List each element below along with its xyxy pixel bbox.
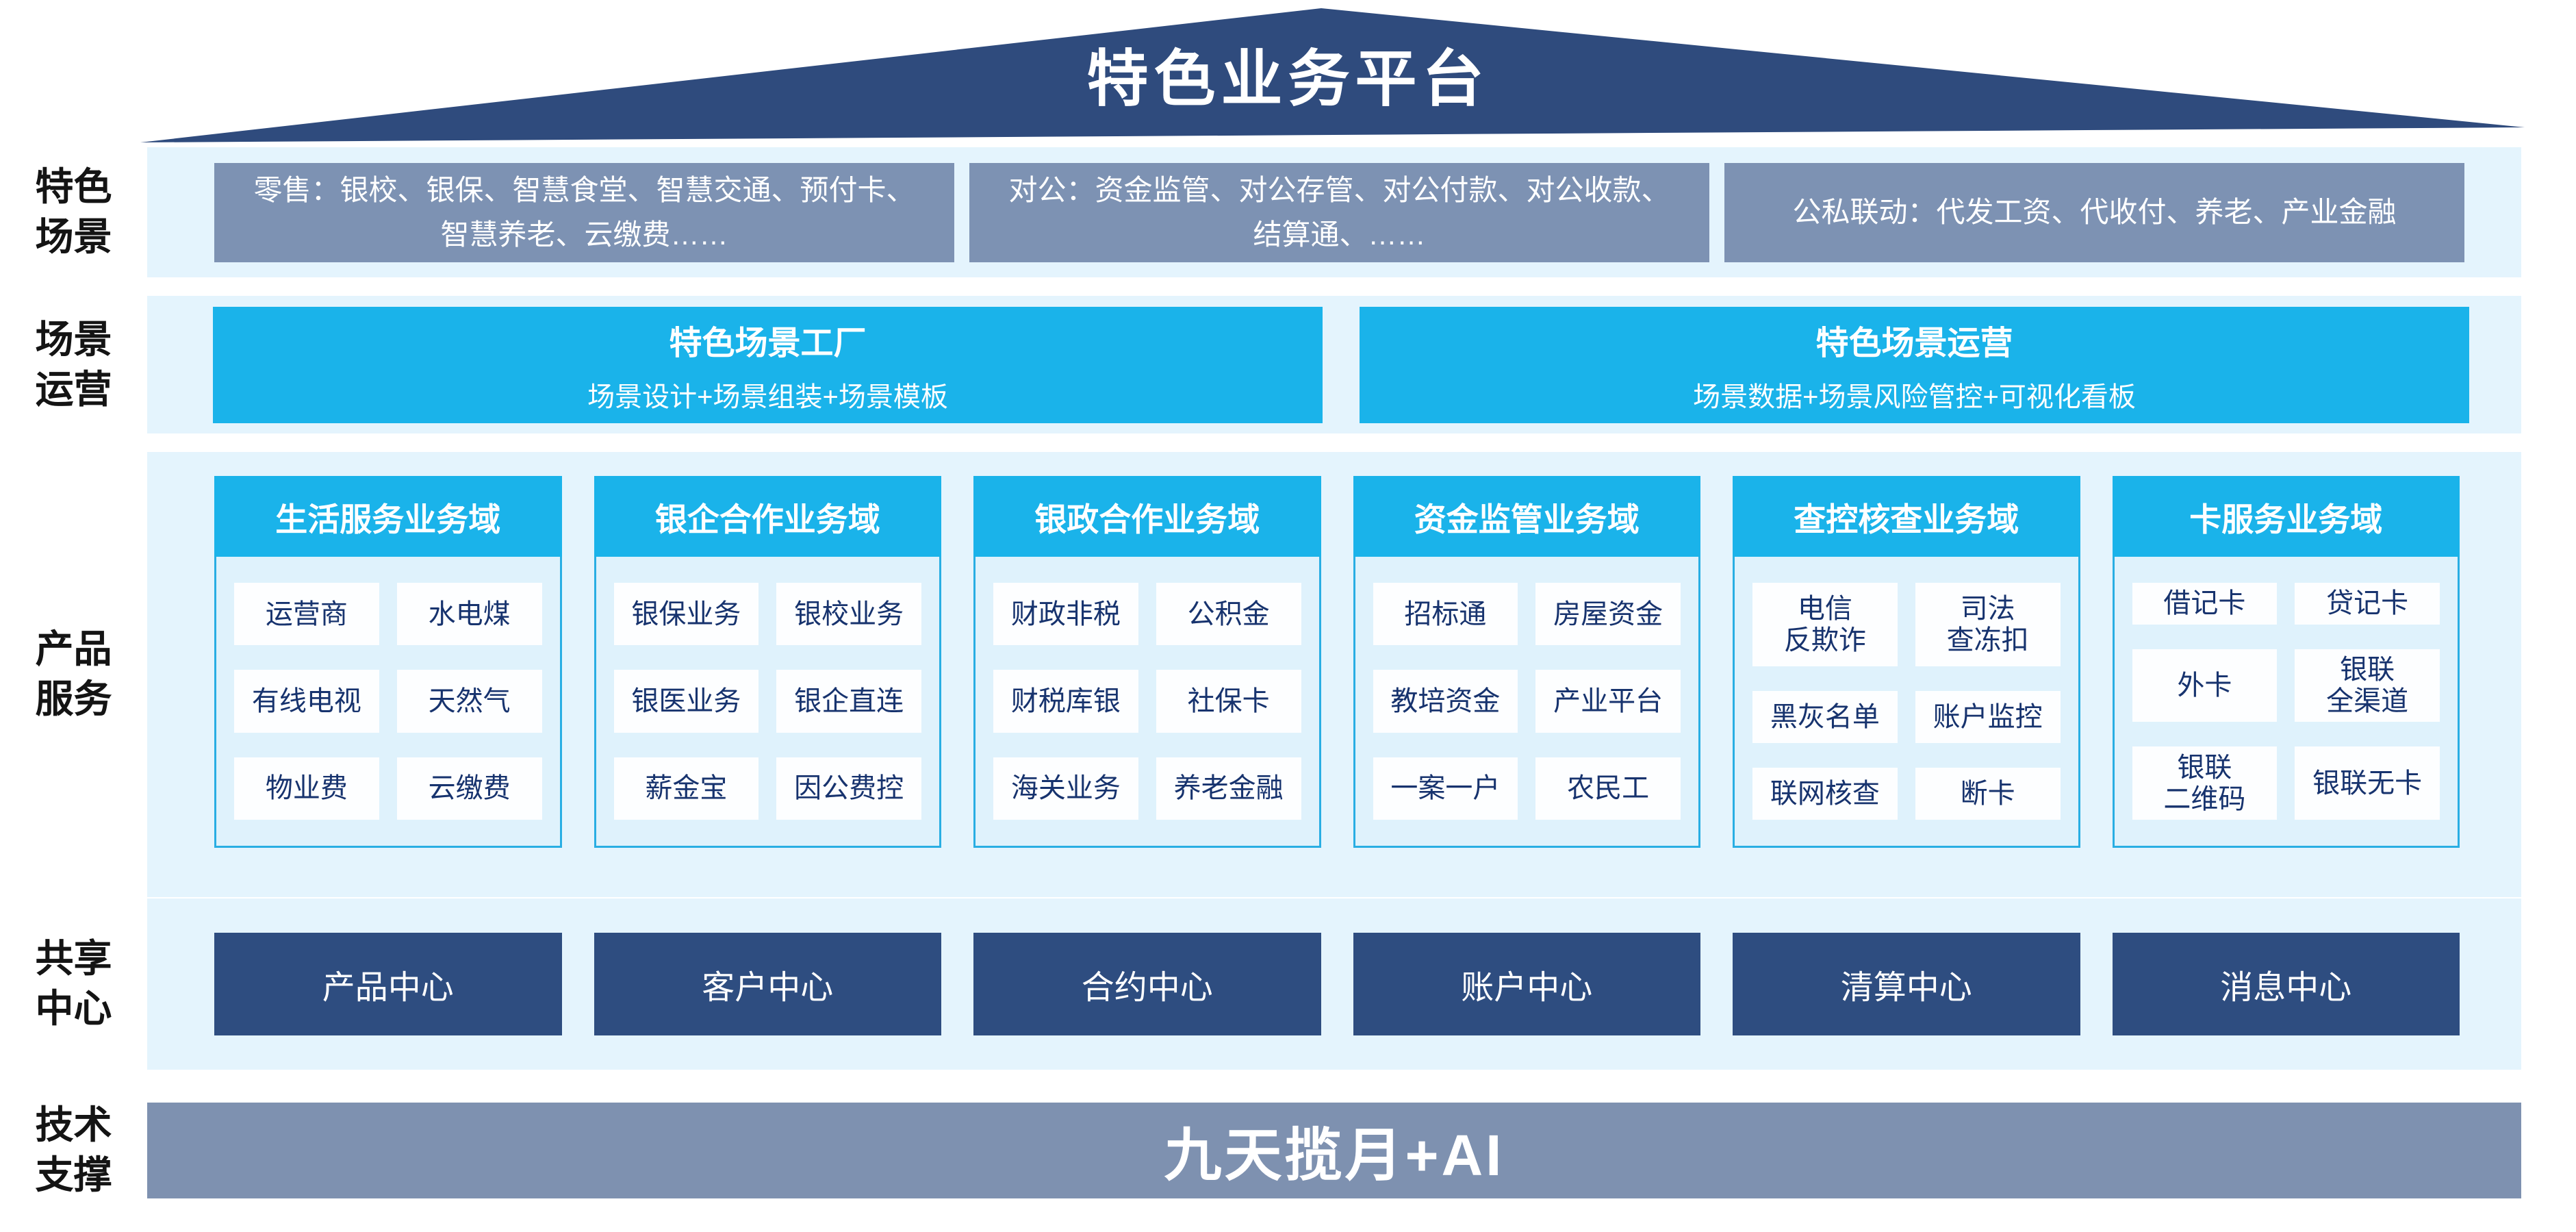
product-cell: 银联无卡 <box>2295 746 2440 820</box>
scene-box-linkage: 公私联动：代发工资、代收付、养老、产业金融 <box>1724 162 2464 262</box>
product-cell: 财税库银 <box>993 670 1138 733</box>
domain-header: 银企合作业务域 <box>594 476 941 557</box>
domain-body: 电信 反欺诈 司法 查冻扣 黑灰名单 账户监控 联网核查 断卡 <box>1733 557 2080 848</box>
product-cell: 公积金 <box>1156 583 1301 646</box>
product-cell: 银联 全渠道 <box>2295 649 2440 722</box>
product-cell: 房屋资金 <box>1535 583 1681 646</box>
products-band: 生活服务业务域 运营商 水电煤 有线电视 天然气 物业费 云缴费 银企合作业务域… <box>147 452 2521 897</box>
tech-banner: 九天揽月+AI <box>147 1103 2521 1198</box>
center-box-customer: 客户中心 <box>594 933 941 1035</box>
center-box-contract: 合约中心 <box>973 933 1321 1035</box>
domain-body: 财政非税 公积金 财税库银 社保卡 海关业务 养老金融 <box>973 557 1321 848</box>
product-cell: 银企直连 <box>776 670 921 733</box>
domain-column-card-services: 卡服务业务域 借记卡 贷记卡 外卡 银联 全渠道 银联 二维码 银联无卡 <box>2112 476 2460 897</box>
domain-column-life-services: 生活服务业务域 运营商 水电煤 有线电视 天然气 物业费 云缴费 <box>214 476 562 897</box>
product-cell: 社保卡 <box>1156 670 1301 733</box>
operations-band: 特色场景工厂 场景设计+场景组装+场景模板 特色场景运营 场景数据+场景风险管控… <box>147 296 2521 433</box>
roof-shape: 特色业务平台 <box>0 0 2576 147</box>
domain-column-bank-government: 银政合作业务域 财政非税 公积金 财税库银 社保卡 海关业务 养老金融 <box>973 476 1321 897</box>
product-cell: 电信 反欺诈 <box>1752 583 1898 666</box>
product-cell: 银保业务 <box>613 583 759 646</box>
domain-column-inquiry-control: 查控核查业务域 电信 反欺诈 司法 查冻扣 黑灰名单 账户监控 联网核查 断卡 <box>1733 476 2080 897</box>
row-label-centers: 共享 中心 <box>35 937 112 1030</box>
product-cell: 天然气 <box>396 670 542 733</box>
product-cell: 银医业务 <box>613 670 759 733</box>
product-cell: 海关业务 <box>993 757 1138 820</box>
center-box-message: 消息中心 <box>2112 933 2460 1035</box>
scene-box-corporate: 对公：资金监管、对公存管、对公付款、对公收款、结算通、…… <box>969 162 1709 262</box>
scene-factory-box: 特色场景工厂 场景设计+场景组装+场景模板 <box>213 306 1323 423</box>
scene-operation-title: 特色场景运营 <box>1815 325 2013 362</box>
product-cell: 运营商 <box>234 583 379 646</box>
product-cell: 教培资金 <box>1373 670 1518 733</box>
centers-band: 产品中心 客户中心 合约中心 账户中心 清算中心 消息中心 <box>147 898 2521 1070</box>
product-cell: 云缴费 <box>396 757 542 820</box>
center-box-product: 产品中心 <box>214 933 562 1035</box>
product-cell: 农民工 <box>1535 757 1681 820</box>
scene-box-retail: 零售：银校、银保、智慧食堂、智慧交通、预付卡、智慧养老、云缴费…… <box>214 162 954 262</box>
product-cell: 黑灰名单 <box>1752 691 1898 743</box>
product-cell: 薪金宝 <box>613 757 759 820</box>
product-cell: 司法 查冻扣 <box>1915 583 2061 666</box>
domain-column-fund-supervision: 资金监管业务域 招标通 房屋资金 教培资金 产业平台 一案一户 农民工 <box>1353 476 1700 897</box>
scene-operation-box: 特色场景运营 场景数据+场景风险管控+可视化看板 <box>1360 306 2469 423</box>
product-cell: 贷记卡 <box>2295 583 2440 625</box>
domain-body: 招标通 房屋资金 教培资金 产业平台 一案一户 农民工 <box>1353 557 1700 848</box>
product-cell: 有线电视 <box>234 670 379 733</box>
product-cell: 物业费 <box>234 757 379 820</box>
domain-body: 银保业务 银校业务 银医业务 银企直连 薪金宝 因公费控 <box>594 557 941 848</box>
scene-factory-subtitle: 场景设计+场景组装+场景模板 <box>587 381 948 412</box>
row-label-products: 产品 服务 <box>35 627 112 720</box>
row-label-tech: 技术 支撑 <box>35 1103 112 1196</box>
center-box-account: 账户中心 <box>1353 933 1700 1035</box>
product-cell: 银联 二维码 <box>2132 746 2278 820</box>
product-cell: 因公费控 <box>776 757 921 820</box>
domain-body: 运营商 水电煤 有线电视 天然气 物业费 云缴费 <box>214 557 562 848</box>
product-cell: 招标通 <box>1373 583 1518 646</box>
page-title: 特色业务平台 <box>1086 45 1490 114</box>
domain-header: 资金监管业务域 <box>1353 476 1700 557</box>
scenes-band: 零售：银校、银保、智慧食堂、智慧交通、预付卡、智慧养老、云缴费…… 对公：资金监… <box>147 147 2521 277</box>
product-cell: 财政非税 <box>993 583 1138 646</box>
product-cell: 一案一户 <box>1373 757 1518 820</box>
product-cell: 借记卡 <box>2132 583 2278 625</box>
product-cell: 银校业务 <box>776 583 921 646</box>
product-cell: 外卡 <box>2132 649 2278 722</box>
product-cell: 水电煤 <box>396 583 542 646</box>
scene-operation-subtitle: 场景数据+场景风险管控+可视化看板 <box>1693 381 2136 412</box>
domain-header: 卡服务业务域 <box>2112 476 2460 557</box>
roof-triangle <box>140 8 2525 142</box>
domain-body: 借记卡 贷记卡 外卡 银联 全渠道 银联 二维码 银联无卡 <box>2112 557 2460 848</box>
product-cell: 联网核查 <box>1752 768 1898 820</box>
center-box-clearing: 清算中心 <box>1733 933 2080 1035</box>
product-cell: 养老金融 <box>1156 757 1301 820</box>
domain-column-bank-enterprise: 银企合作业务域 银保业务 银校业务 银医业务 银企直连 薪金宝 因公费控 <box>594 476 941 897</box>
product-cell: 产业平台 <box>1535 670 1681 733</box>
row-label-scenes: 特色 场景 <box>35 165 112 258</box>
row-label-operations: 场景 运营 <box>35 317 112 411</box>
product-cell: 断卡 <box>1915 768 2061 820</box>
scene-factory-title: 特色场景工厂 <box>669 325 867 362</box>
domain-header: 银政合作业务域 <box>973 476 1321 557</box>
product-cell: 账户监控 <box>1915 691 2061 743</box>
domain-header: 查控核查业务域 <box>1733 476 2080 557</box>
domain-header: 生活服务业务域 <box>214 476 562 557</box>
